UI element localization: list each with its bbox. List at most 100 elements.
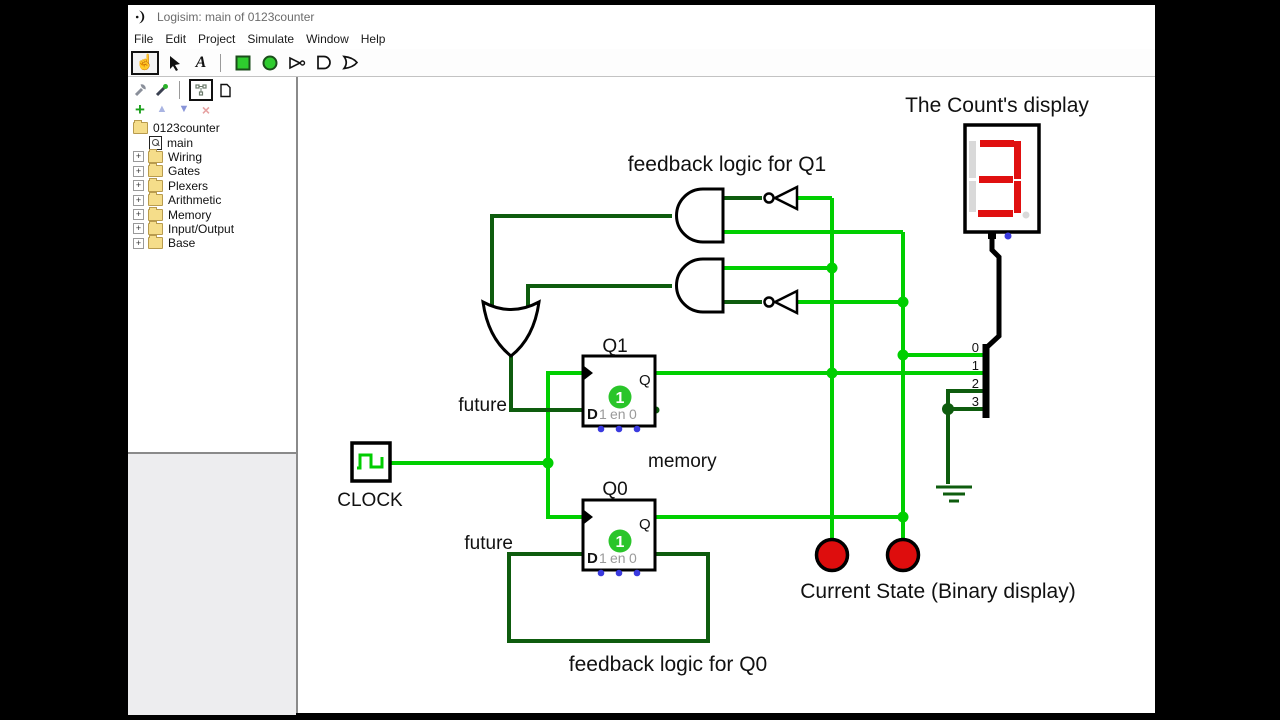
menu-file[interactable]: File (134, 31, 154, 46)
splitter-pin-0: 0 (972, 340, 979, 355)
folder-icon (148, 177, 163, 192)
menu-simulate[interactable]: Simulate (247, 31, 295, 46)
folder-icon (148, 206, 163, 221)
and-gate-2[interactable] (675, 257, 725, 314)
not-gate-2[interactable] (763, 288, 799, 316)
library-name: Gates (168, 164, 201, 179)
and-gate-1[interactable] (675, 187, 725, 244)
feedback-q1-label: feedback logic for Q1 (628, 153, 826, 176)
menu-window[interactable]: Window (306, 31, 349, 46)
add-input-pin-button[interactable] (231, 52, 255, 74)
explorer-panel: + ▲ ▼ × 0123counter main + Wiring + Ga (128, 77, 296, 715)
clock-waveform-icon (357, 453, 384, 470)
menu-project[interactable]: Project (198, 31, 236, 46)
folder-icon (133, 120, 148, 135)
menu-bar: File Edit Project Simulate Window Help (128, 28, 1155, 49)
poke-tool-button[interactable]: ☝ (131, 50, 159, 75)
simulation-toolbar: + ▲ ▼ × (128, 101, 296, 118)
wires-logic-low[interactable] (490, 196, 983, 643)
remove-circuit-button[interactable]: × (196, 101, 216, 119)
q1-set-label: 1 (599, 406, 607, 422)
tree-item-project[interactable]: 0123counter (128, 120, 296, 135)
poke-hand-icon: ☝ (135, 54, 155, 71)
menu-help[interactable]: Help (360, 31, 386, 46)
splitter-pin-1: 1 (972, 358, 979, 373)
wrench-tool-button[interactable] (130, 81, 150, 99)
tree-item-memory[interactable]: + Memory (128, 206, 296, 222)
led-q1[interactable] (814, 537, 850, 573)
document-icon (220, 83, 231, 97)
tree-item-gates[interactable]: + Gates (128, 163, 296, 179)
edit-tool-button[interactable] (162, 52, 186, 74)
segment-bottom-left (969, 181, 976, 212)
title-bar: Logisim: main of 0123counter (128, 5, 1155, 28)
expand-plus-icon[interactable]: + (133, 180, 144, 192)
library-name: Plexers (168, 178, 209, 193)
ground-symbol[interactable] (936, 485, 972, 503)
circuit-view-icon (195, 84, 207, 96)
expand-plus-icon[interactable]: + (133, 151, 144, 163)
add-circuit-button[interactable]: + (130, 101, 150, 119)
attributes-view-button[interactable] (215, 81, 235, 99)
q1-bottom-pin (597, 425, 605, 433)
q1-state: 1 (616, 390, 625, 407)
not-gate-1[interactable] (763, 184, 799, 212)
splitter-pin-2: 2 (972, 376, 979, 391)
tree-item-wiring[interactable]: + Wiring (128, 148, 296, 164)
q0-bottom-pin (633, 569, 641, 577)
remove-x-icon: × (201, 101, 211, 118)
q1-bottom-pin (633, 425, 641, 433)
circuit-name: main (167, 135, 194, 150)
q0-name-label: Q0 (602, 479, 627, 500)
tree-item-plexers[interactable]: + Plexers (128, 177, 296, 193)
menu-edit[interactable]: Edit (165, 31, 187, 46)
project-toolbar-separator (179, 81, 180, 99)
flipflop-q1[interactable]: 1 Q D 1 en 0 (581, 354, 657, 433)
flipflop-q0[interactable]: 1 Q D 1 en 0 (581, 498, 657, 577)
segment-top-right (1014, 141, 1021, 179)
q0-bottom-pin (597, 569, 605, 577)
seven-segment-display[interactable] (963, 123, 1041, 240)
library-name: Wiring (168, 149, 203, 164)
tree-item-input-output[interactable]: + Input/Output (128, 220, 296, 236)
library-name: Base (168, 236, 196, 251)
display-title-label: The Count's display (905, 94, 1089, 117)
expand-plus-icon[interactable]: + (133, 194, 144, 206)
tree-item-main[interactable]: main (128, 135, 296, 150)
led-q0[interactable] (885, 537, 921, 573)
panel-divider[interactable] (296, 77, 298, 713)
q0-reset-label: 0 (629, 550, 637, 566)
text-tool-button[interactable]: A (189, 52, 213, 74)
library-name: Memory (168, 207, 212, 222)
explorer-view-button[interactable] (189, 79, 213, 101)
ground-junction (942, 403, 954, 415)
project-toolbar (128, 79, 296, 101)
expand-plus-icon[interactable]: + (133, 209, 144, 221)
edit-appearance-button[interactable] (152, 81, 172, 99)
add-and-gate-button[interactable] (312, 52, 336, 74)
move-down-button[interactable]: ▼ (174, 101, 194, 119)
expand-plus-icon[interactable]: + (133, 223, 144, 235)
q1-enable-label: en (610, 406, 626, 422)
wires-logic-high[interactable] (390, 196, 983, 540)
expand-plus-icon[interactable]: + (133, 165, 144, 177)
tree-item-arithmetic[interactable]: + Arithmetic (128, 192, 296, 207)
toolbar-separator (220, 53, 221, 72)
expand-plus-icon[interactable]: + (133, 237, 144, 249)
down-arrow-icon: ▼ (178, 103, 190, 115)
add-not-gate-button[interactable] (285, 52, 309, 74)
clock-device[interactable] (350, 441, 392, 483)
segment-top-left (969, 141, 976, 178)
tree-item-base[interactable]: + Base (128, 235, 296, 251)
add-output-pin-button[interactable] (258, 52, 282, 74)
display-input-pin (988, 231, 996, 239)
window-title: Logisim: main of 0123counter (157, 9, 315, 24)
or-gate[interactable] (481, 299, 541, 358)
not-gate-icon (289, 56, 306, 69)
add-or-gate-button[interactable] (339, 52, 363, 74)
splitter[interactable] (982, 238, 1002, 418)
move-up-button[interactable]: ▲ (152, 101, 172, 119)
display-pin-dot (1004, 232, 1012, 240)
state-indicator (608, 529, 632, 553)
q0-set-label: 1 (599, 550, 607, 566)
